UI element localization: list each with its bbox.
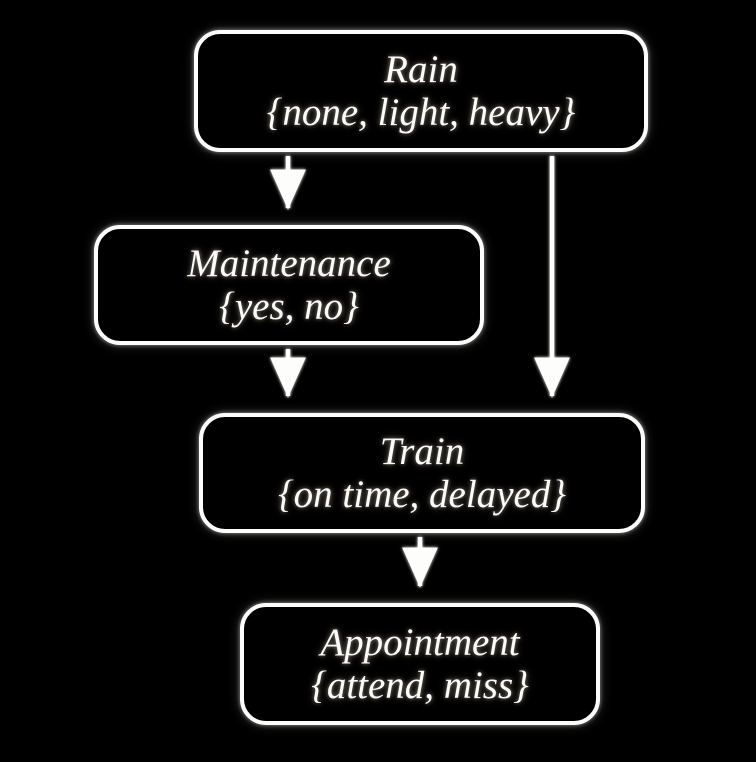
node-appointment[interactable]: Appointment {attend, miss}: [240, 603, 600, 725]
node-appointment-states: {attend, miss}: [311, 664, 529, 707]
node-maintenance-states: {yes, no}: [219, 285, 359, 328]
node-appointment-label: Appointment: [320, 620, 520, 664]
node-maintenance-label: Maintenance: [187, 241, 391, 285]
node-rain-label: Rain: [384, 47, 458, 91]
node-train-states: {on time, delayed}: [278, 473, 566, 516]
node-rain[interactable]: Rain {none, light, heavy}: [194, 30, 648, 152]
node-train-label: Train: [379, 429, 465, 473]
node-rain-states: {none, light, heavy}: [266, 91, 576, 134]
node-maintenance[interactable]: Maintenance {yes, no}: [94, 225, 484, 345]
node-train[interactable]: Train {on time, delayed}: [199, 413, 645, 533]
